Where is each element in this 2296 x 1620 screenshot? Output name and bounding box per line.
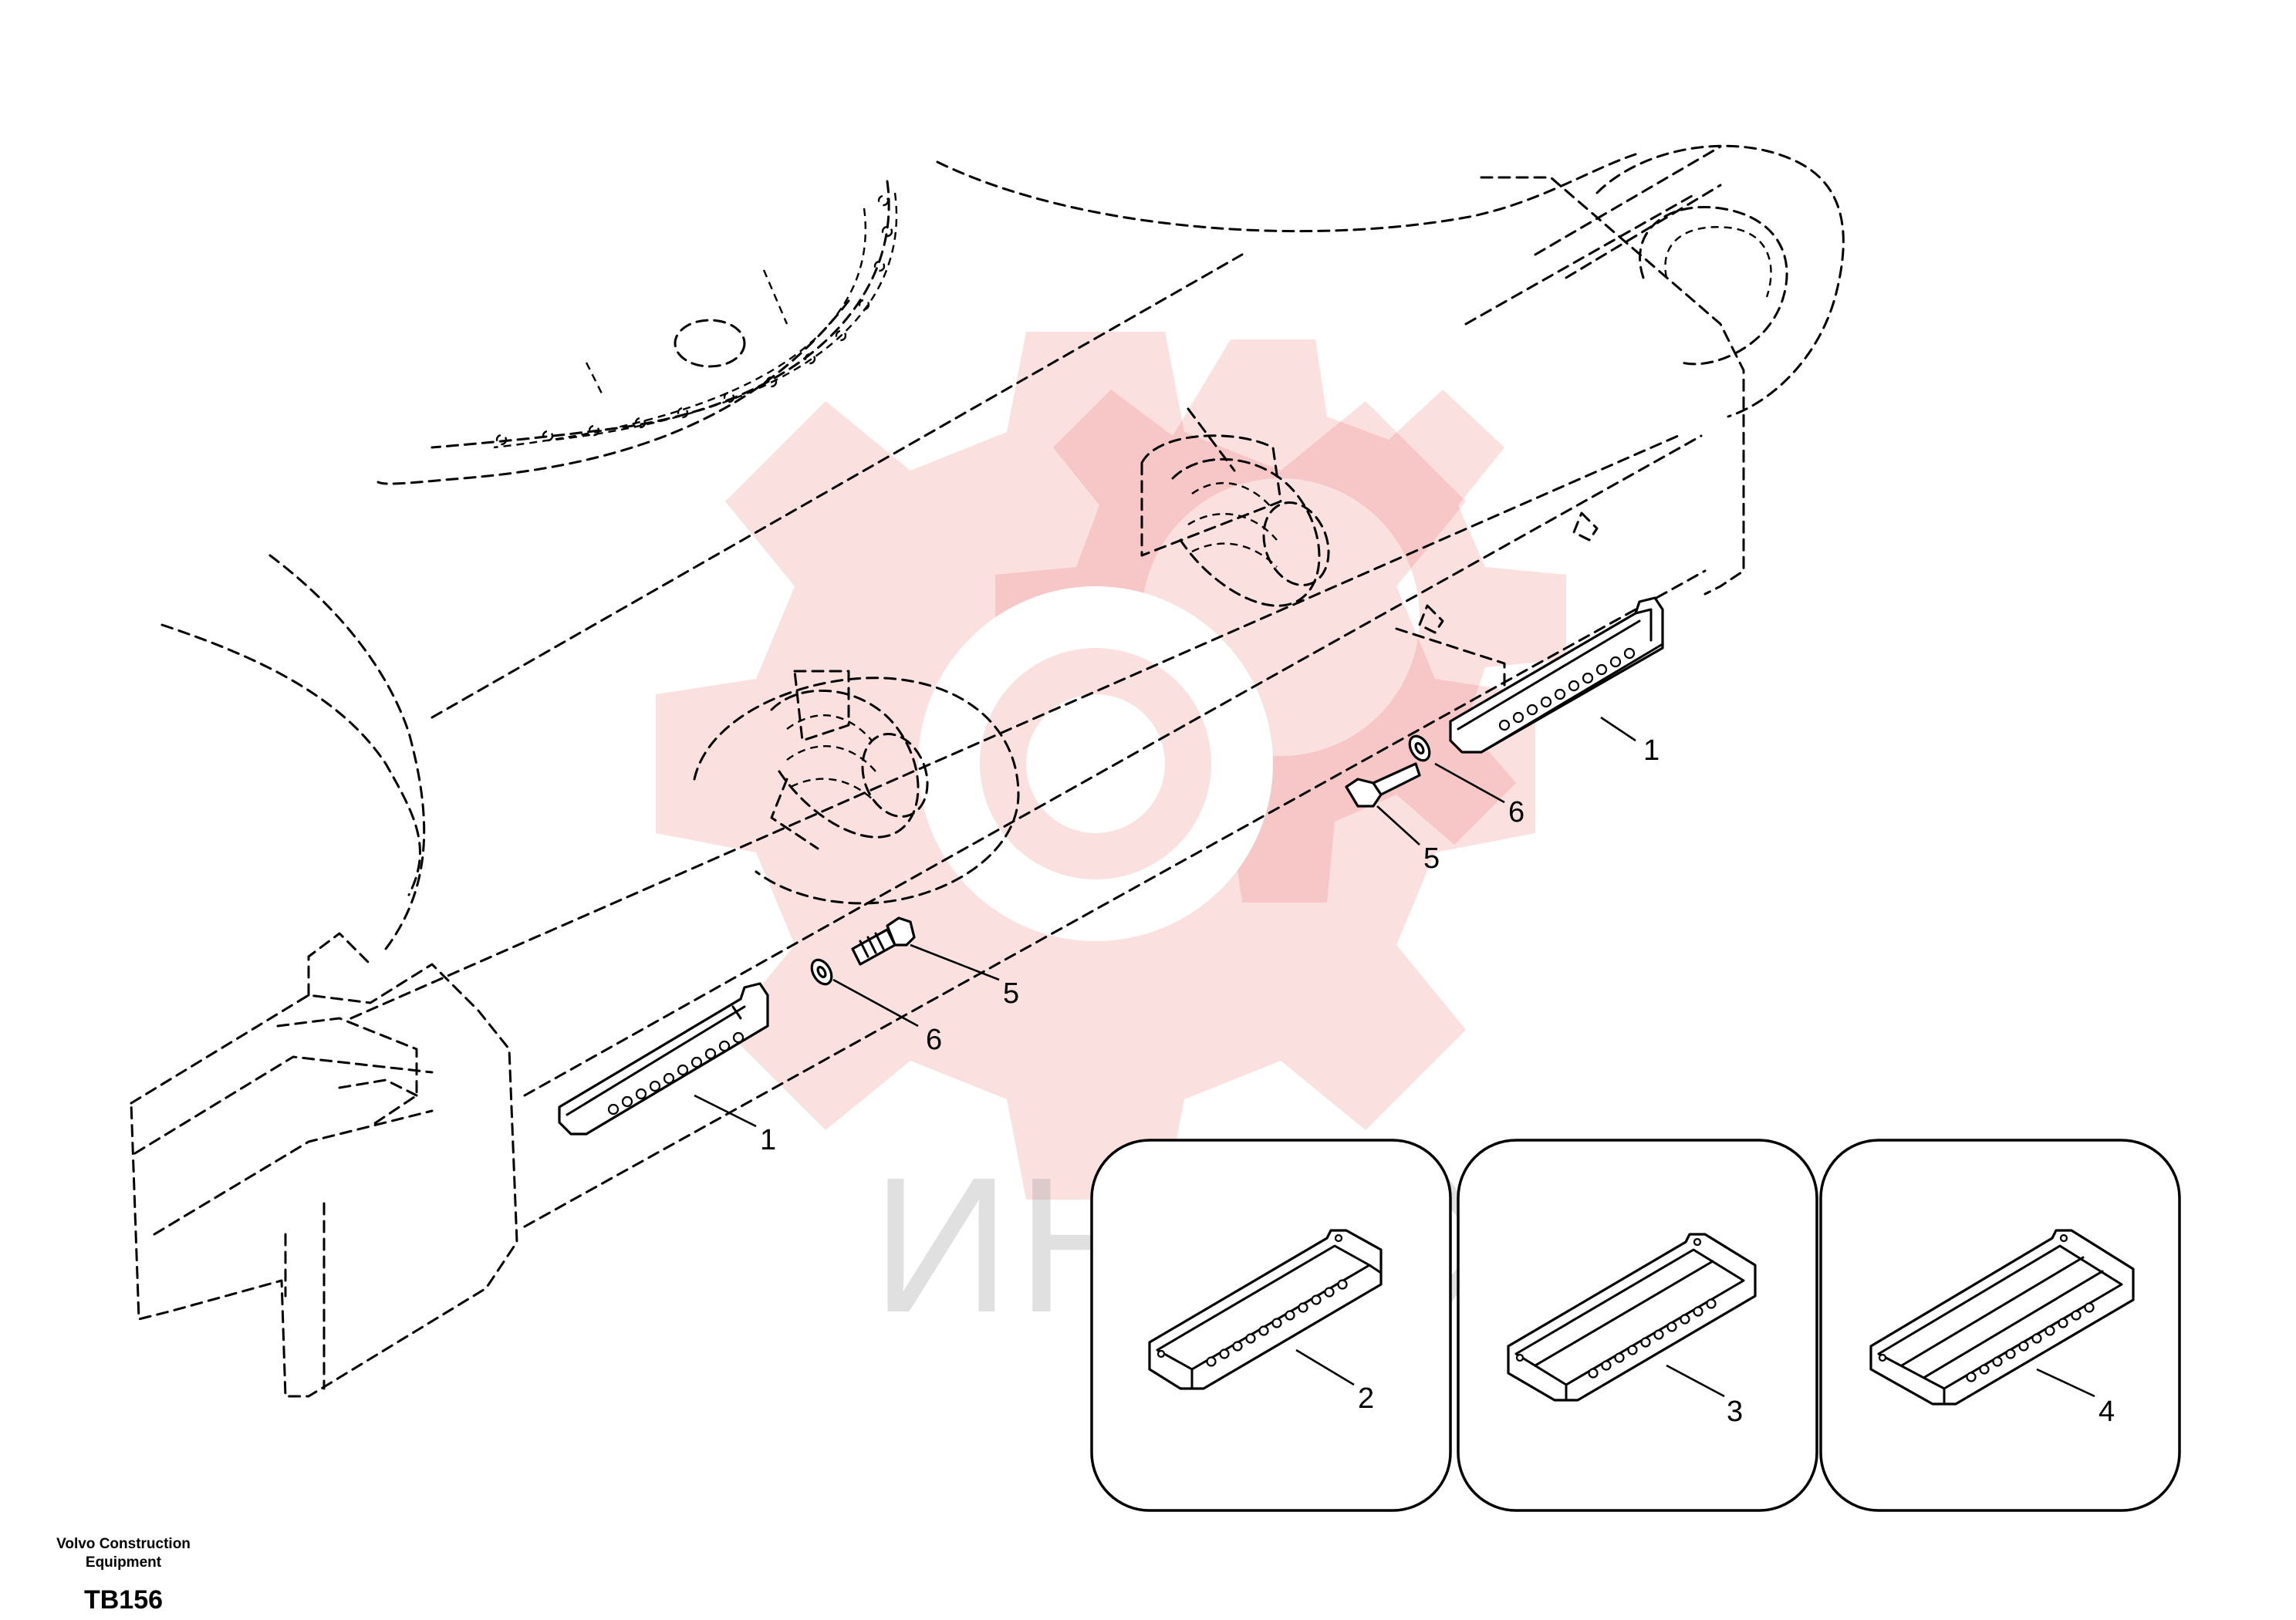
manufacturer-label: Volvo Construction Equipment	[31, 1535, 216, 1572]
callout-4: 4	[2098, 1396, 2115, 1428]
diagram-code: TB156	[83, 1585, 164, 1615]
manufacturer-line-1: Volvo Construction	[56, 1536, 191, 1552]
bolt-upper	[1345, 762, 1421, 808]
step-lower	[558, 982, 769, 1136]
step-upper	[1449, 596, 1664, 754]
callout-2: 2	[1358, 1382, 1374, 1415]
washer-upper	[1408, 734, 1431, 762]
callout-5-upper: 5	[1423, 842, 1440, 875]
bolt-lower	[851, 916, 916, 966]
boom-structure	[130, 144, 1845, 1398]
callout-3: 3	[1727, 1396, 1743, 1428]
pin-upper	[1171, 457, 1330, 607]
watermark-gear-logo-large	[656, 332, 1535, 1200]
callout-group: 1 6 5 5 6 1	[694, 716, 1660, 1156]
callout-6-lower: 6	[926, 1024, 942, 1056]
callout-1-upper: 1	[1643, 734, 1660, 767]
inset-variant-4: 4	[1819, 1139, 2181, 1512]
inset-variant-3: 3	[1457, 1139, 1818, 1512]
callout-1-lower: 1	[760, 1124, 776, 1156]
pin-lower	[770, 689, 929, 839]
washer-lower	[810, 958, 833, 986]
callout-5-lower: 5	[1003, 977, 1019, 1010]
manufacturer-line-2: Equipment	[85, 1554, 162, 1571]
callout-6-upper: 6	[1508, 796, 1524, 829]
inset-variant-2: 2	[1090, 1139, 1452, 1512]
